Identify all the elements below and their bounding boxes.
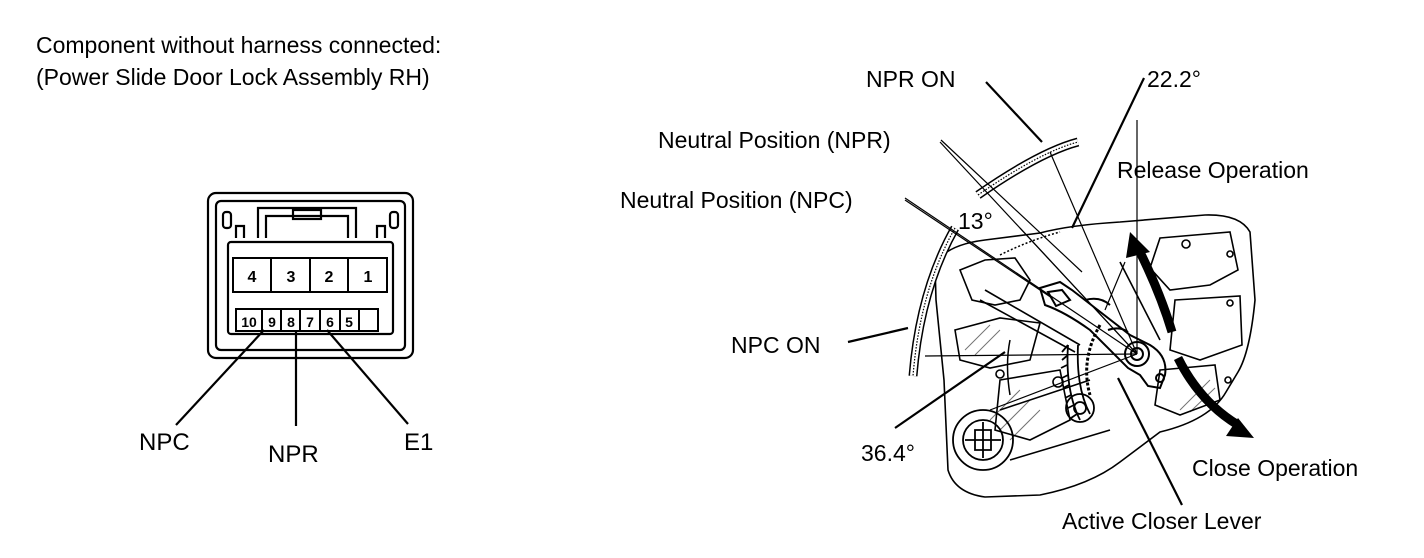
mechanism-leaders bbox=[847, 77, 1183, 506]
pin-1: 1 bbox=[364, 269, 373, 286]
pin-6: 6 bbox=[326, 314, 334, 330]
active-closer-lever bbox=[1038, 280, 1167, 390]
label-e1: E1 bbox=[404, 429, 434, 456]
pin-2: 2 bbox=[325, 269, 334, 286]
label-npr-on: NPR ON bbox=[866, 66, 956, 92]
body-shading bbox=[964, 324, 1216, 441]
label-close-operation: Close Operation bbox=[1192, 455, 1359, 481]
pin-5: 5 bbox=[345, 314, 353, 330]
connector-housing bbox=[206, 191, 415, 360]
release-operation-arrow bbox=[1126, 232, 1177, 334]
npc-on-band bbox=[908, 225, 959, 377]
label-angle-36: 36.4° bbox=[861, 440, 915, 466]
pin-8: 8 bbox=[287, 314, 295, 330]
label-npr: NPR bbox=[268, 441, 319, 468]
lower-pin-row bbox=[235, 308, 379, 332]
lock-assembly-body bbox=[934, 214, 1256, 498]
label-active-closer-lever: Active Closer Lever bbox=[1062, 508, 1262, 534]
label-angle-13: 13° bbox=[958, 208, 993, 234]
label-angle-22: 22.2° bbox=[1147, 66, 1201, 92]
connector-leaders bbox=[175, 329, 409, 426]
label-npc: NPC bbox=[139, 429, 190, 456]
label-neutral-npc: Neutral Position (NPC) bbox=[620, 187, 853, 213]
neutral-leaders bbox=[904, 139, 1126, 311]
pin-4: 4 bbox=[248, 269, 257, 286]
pin-9: 9 bbox=[268, 314, 276, 330]
pin-3: 3 bbox=[287, 269, 296, 286]
close-operation-arrow bbox=[1173, 355, 1254, 438]
toothed-sector bbox=[1060, 344, 1095, 423]
pin-10: 10 bbox=[241, 314, 257, 330]
upper-pin-row bbox=[232, 257, 388, 293]
label-neutral-npr: Neutral Position (NPR) bbox=[658, 127, 891, 153]
npr-on-band bbox=[975, 137, 1080, 199]
component-subtitle: (Power Slide Door Lock Assembly RH) bbox=[36, 64, 430, 90]
angle-reference-lines bbox=[904, 120, 1138, 411]
label-npc-on: NPC ON bbox=[731, 332, 821, 358]
label-release-operation: Release Operation bbox=[1117, 157, 1309, 183]
component-title: Component without harness connected: bbox=[36, 32, 442, 58]
pin-7: 7 bbox=[306, 314, 314, 330]
lever-arc bbox=[1085, 324, 1102, 396]
motor-gear bbox=[952, 409, 1014, 471]
angle-arcs bbox=[999, 231, 1061, 396]
